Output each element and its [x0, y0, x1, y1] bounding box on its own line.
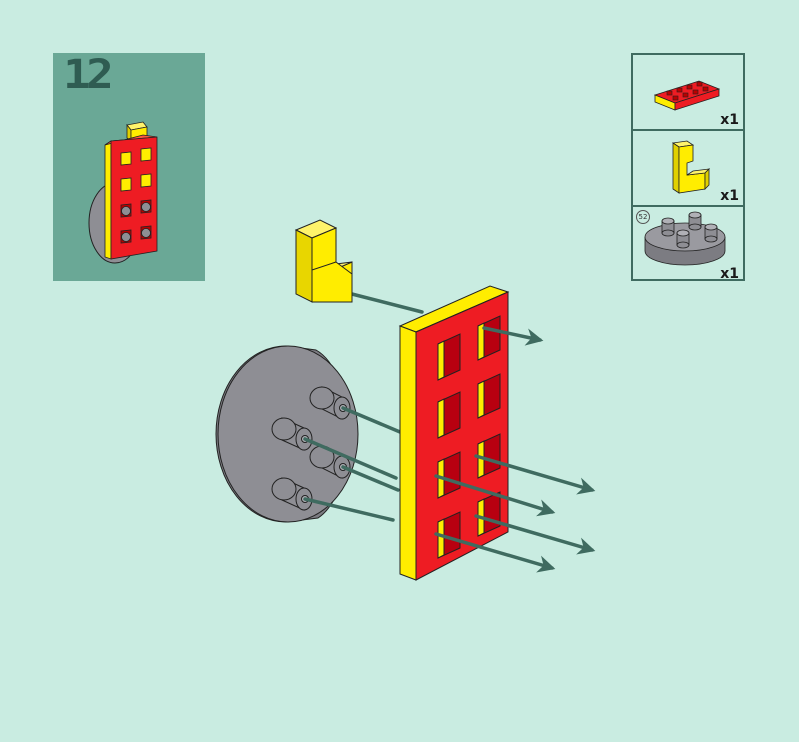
gray-round-plate-icon [644, 211, 726, 266]
step-preview-illustration [88, 121, 158, 264]
part-quantity: x1 [720, 266, 739, 282]
step-panel: 12 [53, 53, 205, 281]
part-cell-yellow-bracket: x1 [633, 131, 743, 207]
part-number-badge: 52 [636, 210, 650, 224]
part-quantity: x1 [720, 188, 739, 204]
assembly-arrows-back [303, 291, 424, 522]
red-plate-icon [653, 80, 721, 111]
part-quantity: x1 [720, 112, 739, 128]
yellow-bracket-icon [671, 140, 711, 194]
part-cell-red-plate: x1 [633, 55, 743, 131]
part-cell-gray-round-plate: 52 x1 [633, 207, 743, 283]
assembly-arrows-front [434, 326, 596, 573]
parts-list-panel: x1 x1 [631, 53, 745, 283]
red-plate [398, 285, 510, 581]
step-number: 12 [63, 52, 114, 98]
gray-round-plate [215, 345, 359, 523]
yellow-bracket [294, 219, 353, 303]
